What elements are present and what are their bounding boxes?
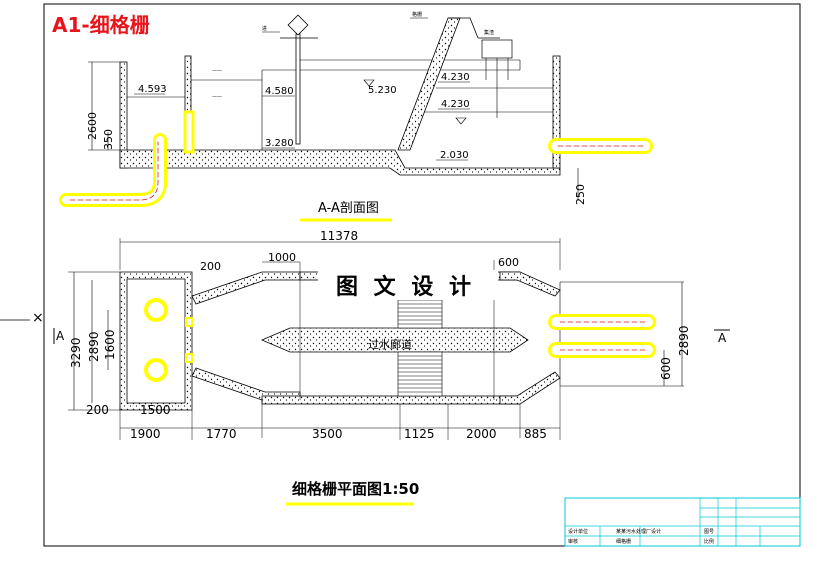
- level-1: 4.593: [138, 84, 167, 95]
- section-dim-2600: 2600: [86, 112, 99, 140]
- plan-dim-600-right: 600: [659, 357, 673, 380]
- plan-dim-885: 885: [524, 427, 547, 441]
- plan-dim-1000: 1000: [268, 251, 296, 264]
- plan-dim-200-top: 200: [200, 260, 221, 273]
- tb-cell-2: 某某污水处理厂设计: [616, 528, 661, 535]
- plan-dim-1900: 1900: [130, 427, 161, 441]
- plan-outlet-pipes: [548, 314, 656, 358]
- plan-dim-total: 11378: [320, 229, 358, 243]
- svg-text:——: ——: [212, 68, 222, 74]
- plan-dim-600-top: 600: [498, 256, 519, 269]
- svg-text:——: ——: [212, 94, 222, 100]
- cross-mark: ×: [32, 310, 44, 326]
- level-3: 5.230: [368, 85, 397, 96]
- section-view: 进 格栅 集渣 —— —— 4.593 4.580 5.230 4.230 4.…: [59, 11, 653, 222]
- tb-cell-5: 细格栅: [616, 538, 631, 545]
- plan-view: 11378 1000 200 600: [53, 229, 730, 506]
- plan-caption: 细格栅平面图1:50: [292, 480, 419, 498]
- tb-cell-3: 图号: [704, 529, 714, 535]
- tb-cell-4: 审核: [568, 538, 578, 545]
- plan-dim-2000: 2000: [466, 427, 497, 441]
- tb-cell-6: 比例: [704, 538, 714, 545]
- plan-dim-2890-left: 2890: [87, 331, 101, 362]
- level-4: 4.230: [441, 72, 470, 83]
- inlet-opening-bottom: [144, 358, 168, 382]
- channel-label: 过水廊道: [368, 337, 412, 351]
- section-dim-250: 250: [574, 184, 587, 205]
- section-caption: A-A剖面图: [318, 201, 379, 216]
- plan-dim-1125: 1125: [404, 427, 435, 441]
- level-6: 3.280: [265, 138, 294, 149]
- plan-dim-1600: 1600: [103, 329, 117, 360]
- label-screen: 格栅: [412, 11, 422, 18]
- section-pipes: [59, 110, 653, 207]
- plan-dim-200-bottom: 200: [86, 403, 109, 417]
- section-dim-350: 350: [102, 129, 115, 150]
- inlet-opening-top: [144, 298, 168, 322]
- sheet-title: A1-细格栅: [52, 13, 150, 37]
- watermark: 图 文 设 计: [336, 274, 475, 300]
- plan-dim-3290: 3290: [69, 337, 83, 368]
- section-mark-right: A: [718, 331, 727, 345]
- label-inlet: 进: [262, 25, 267, 32]
- title-block: 设计单位 某某污水处理厂设计 图号 审核 细格栅 比例: [564, 497, 801, 547]
- level-7: 2.030: [440, 150, 469, 161]
- level-5: 4.230: [441, 99, 470, 110]
- level-2: 4.580: [265, 86, 294, 97]
- plan-dim-2890-right: 2890: [677, 325, 691, 356]
- label-collector: 集渣: [484, 29, 494, 36]
- plan-dim-3500: 3500: [312, 427, 343, 441]
- tb-cell-1: 设计单位: [568, 528, 588, 535]
- section-mark-left: A: [56, 329, 65, 343]
- plan-dim-1770: 1770: [206, 427, 237, 441]
- drawing-frame: [43, 3, 801, 547]
- plan-dim-1500: 1500: [140, 403, 171, 417]
